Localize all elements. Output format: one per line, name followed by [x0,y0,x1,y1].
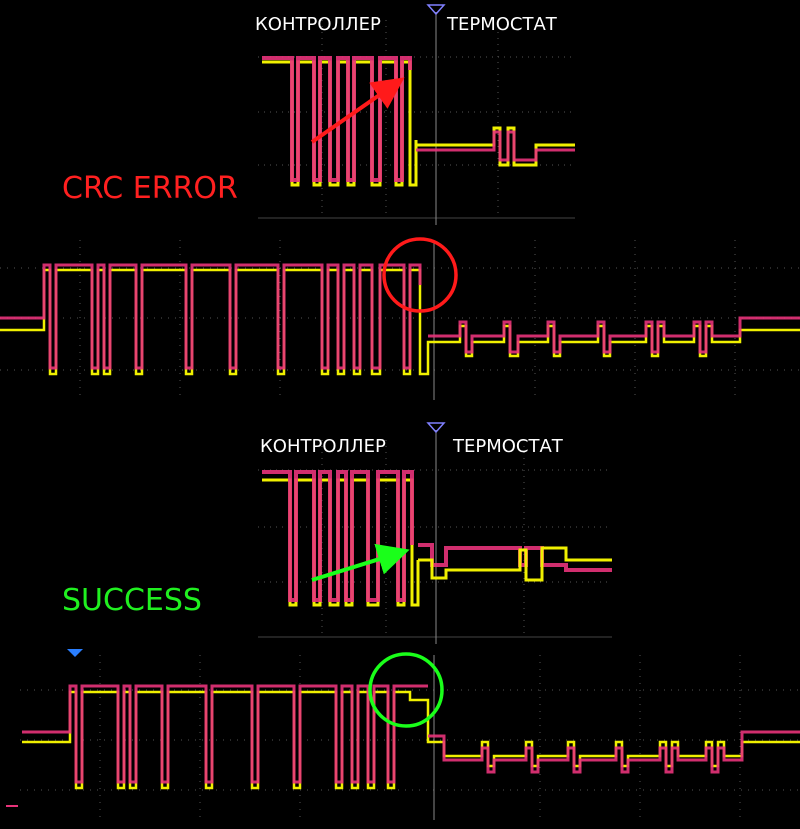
label-controller: КОНТРОЛЛЕР [260,436,386,457]
trigger-marker-icon [426,4,446,16]
main-grid [0,240,800,400]
label-thermostat: ТЕРМОСТАТ [446,14,558,35]
trigger-marker-icon [426,422,446,434]
arrow-red-icon [310,77,405,144]
main-trace-2 [22,684,800,790]
main-trace [0,263,800,376]
status-success: SUCCESS [62,583,202,618]
highlight-circle-red [382,237,458,313]
inset-trace [262,56,575,187]
label-controller: КОНТРОЛЛЕР [255,14,381,35]
inset-grid [258,12,575,225]
status-crc-error: CRC ERROR [62,171,238,206]
reference-marker-icon [67,649,83,657]
panel-top: КОНТРОЛЛЕР ТЕРМОСТАТ CRC ERROR [0,4,800,400]
highlight-circle-green [368,652,444,728]
arrow-green-icon [311,543,410,582]
label-thermostat: ТЕРМОСТАТ [452,436,564,457]
inset-trace-2 [262,470,612,607]
inset-grid-2 [258,430,612,644]
panel-bottom: КОНТРОЛЛЕР ТЕРМОСТАТ SUCCESS [6,422,800,820]
